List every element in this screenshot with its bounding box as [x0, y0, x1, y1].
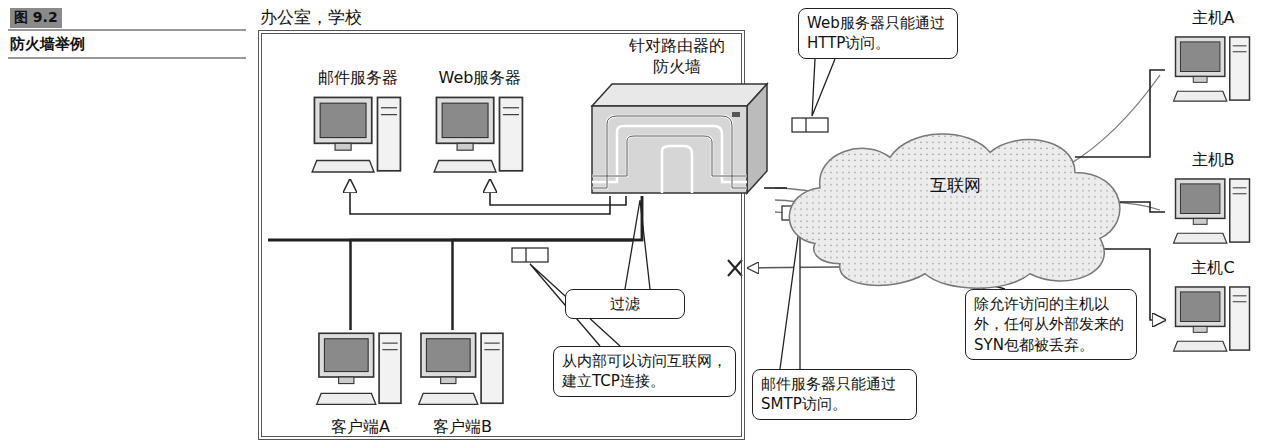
computer-icon — [300, 94, 416, 180]
figure-number: 图 9.2 — [10, 8, 62, 28]
client-computer: 客户端B — [412, 330, 513, 438]
computer-icon — [418, 94, 542, 180]
caption-rules — [8, 30, 246, 58]
server-computer: Web服务器 — [418, 68, 542, 180]
host-computer: 主机A — [1165, 8, 1261, 108]
callout-text: 从内部可以访问互联网，建立TCP连接。 — [562, 351, 727, 392]
computer-label: 客户端B — [412, 417, 513, 438]
device-label: 针对路由器的防火墙 — [625, 36, 729, 78]
office-region: 办公室，学校邮件服务器Web服务器针对路由器的防火墙过滤客户端A客户端B从内部可… — [258, 30, 745, 440]
computer-label: 主机C — [1165, 258, 1261, 279]
callout-box: 邮件服务器只能通过SMTP访问。 — [752, 369, 917, 420]
network-link — [350, 180, 610, 214]
computer-label: 主机A — [1165, 8, 1261, 29]
computer-label: Web服务器 — [418, 68, 542, 89]
cloud-label: 互联网 — [775, 174, 1135, 197]
computer-icon — [310, 330, 411, 412]
callout-text: 除允许访问的主机以外，任何从外部发来的SYN包都被丢弃。 — [974, 294, 1128, 355]
callout-box: 过滤 — [565, 289, 685, 319]
callout-box: 除允许访问的主机以外，任何从外部发来的SYN包都被丢弃。 — [965, 289, 1137, 360]
region-heading: 办公室，学校 — [260, 6, 362, 29]
computer-icon — [1165, 284, 1261, 358]
computer-icon — [412, 330, 513, 412]
internet-cloud: 互联网 — [775, 122, 1135, 294]
callout-box: Web服务器只能通过HTTP访问。 — [798, 8, 958, 59]
cloud-shape — [775, 122, 1135, 294]
computer-icon — [1165, 34, 1261, 108]
host-computer: 主机C — [1165, 258, 1261, 358]
firewall-router: 针对路由器的防火墙 — [582, 36, 772, 196]
computer-label: 邮件服务器 — [300, 68, 416, 89]
callout-text: Web服务器只能通过HTTP访问。 — [807, 13, 949, 54]
computer-label: 主机B — [1165, 150, 1261, 171]
callout-text: 过滤 — [574, 294, 676, 314]
network-link — [1075, 70, 1165, 157]
network-link — [764, 187, 787, 189]
callout-box: 从内部可以访问互联网，建立TCP连接。 — [553, 346, 736, 397]
host-computer: 主机B — [1165, 150, 1261, 250]
computer-label: 客户端A — [310, 417, 411, 438]
server-computer: 邮件服务器 — [300, 68, 416, 180]
firewall-router-drawing — [582, 76, 772, 196]
figure-caption: 防火墙举例 — [10, 35, 85, 54]
callout-text: 邮件服务器只能通过SMTP访问。 — [761, 374, 908, 415]
client-computer: 客户端A — [310, 330, 411, 438]
computer-icon — [1165, 176, 1261, 250]
